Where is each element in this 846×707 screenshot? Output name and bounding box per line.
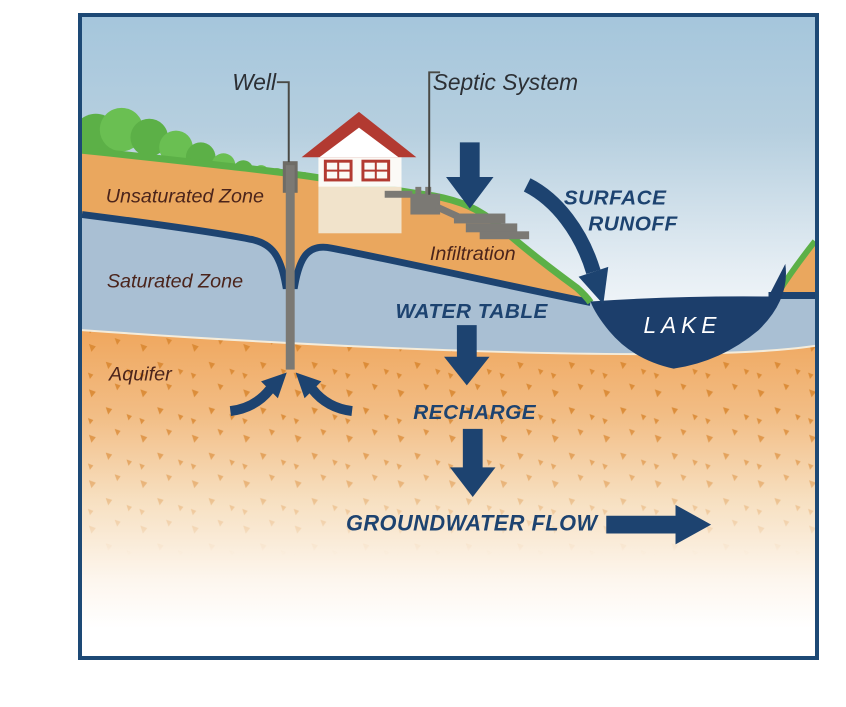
flow-arrows	[229, 142, 712, 545]
infiltration-label: Infiltration	[430, 243, 516, 265]
house-gable	[319, 127, 399, 158]
recharge-arrow-upper	[444, 325, 490, 386]
infiltration-arrow	[446, 142, 494, 209]
leach-field-steps	[453, 213, 530, 240]
septic-label: Septic System	[433, 69, 578, 95]
aquifer-label: Aquifer	[108, 363, 173, 385]
aquifer-zone	[82, 311, 815, 656]
well-intake-arrow-left	[229, 372, 287, 416]
svg-text:SURFACE: SURFACE	[564, 187, 667, 210]
surface-runoff-arrow	[523, 178, 609, 305]
well-label: Well	[232, 69, 277, 95]
water-table-label: WATER TABLE	[396, 300, 549, 323]
groundwater-flow-label: GROUNDWATER FLOW	[346, 511, 600, 536]
septic-riser	[415, 186, 422, 195]
well-leader-line	[276, 81, 290, 163]
recharge-arrow-lower	[449, 428, 496, 497]
well-pipe	[285, 165, 295, 370]
svg-text:RUNOFF: RUNOFF	[588, 212, 678, 235]
house-window-right	[361, 159, 391, 182]
septic-tank	[410, 193, 441, 215]
unsaturated-zone-label: Unsaturated Zone	[106, 186, 264, 208]
septic-leader-line	[428, 71, 441, 195]
surface-runoff-label: SURFACE RUNOFF	[564, 187, 678, 236]
septic-inlet-pipe	[384, 190, 413, 198]
well-intake-arrow-right	[295, 372, 353, 416]
lake-label: LAKE	[643, 312, 721, 338]
well	[282, 161, 298, 370]
septic-system	[384, 186, 530, 240]
diagram-frame: Well Septic System Unsaturated Zone Satu…	[78, 13, 819, 660]
groundwater-flow-arrow	[606, 504, 712, 545]
recharge-label: RECHARGE	[413, 401, 536, 424]
diagram-canvas: Well Septic System Unsaturated Zone Satu…	[82, 17, 815, 656]
house-window-left	[323, 159, 353, 182]
saturated-zone-label: Saturated Zone	[107, 271, 243, 293]
lake-shape	[590, 263, 786, 369]
